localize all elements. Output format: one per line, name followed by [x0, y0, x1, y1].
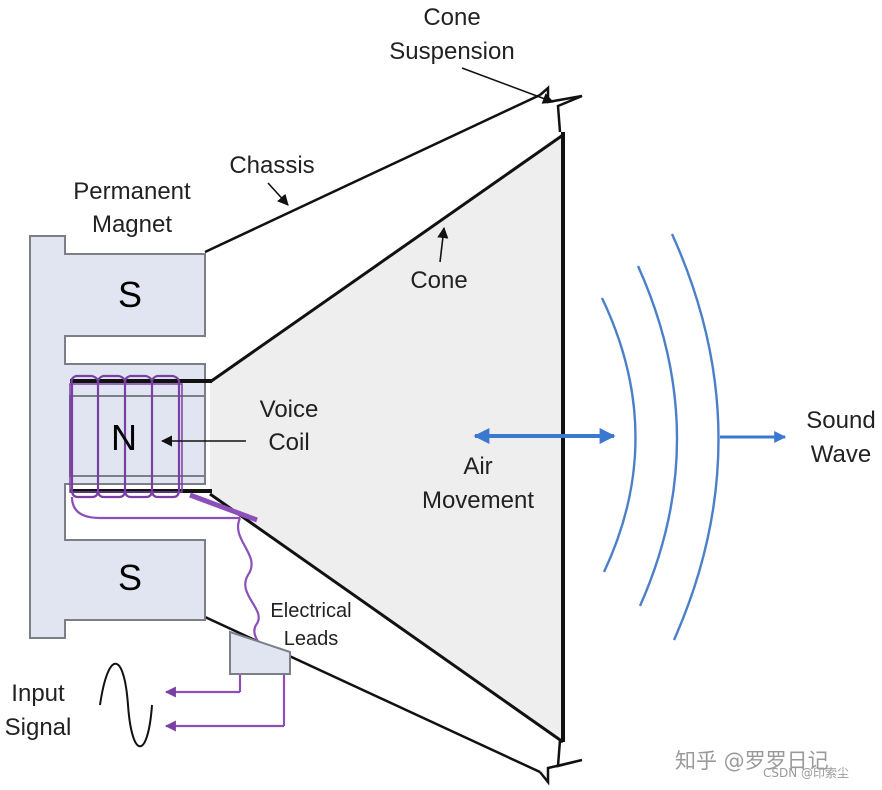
label-voice-coil-1: Voice	[260, 396, 319, 423]
label-cone-suspension-2: Suspension	[389, 38, 514, 65]
label-electrical-leads-1: Electrical	[270, 600, 351, 622]
chassis-pointer	[267, 182, 289, 206]
label-cone: Cone	[410, 267, 467, 294]
terminal-block	[229, 630, 291, 675]
label-input-signal-1: Input	[11, 680, 65, 707]
electrical-leads	[70, 492, 286, 732]
pole-s-top: S	[118, 274, 142, 315]
pole-s-bottom: S	[118, 557, 142, 598]
cone-pointer	[437, 226, 449, 263]
sound-waves	[600, 233, 720, 641]
watermark-zhihu: 知乎 @罗罗日记	[675, 749, 829, 773]
label-permanent-magnet-1: Permanent	[73, 178, 191, 205]
label-sound-wave-2: Wave	[811, 441, 871, 468]
input-signal-sine	[99, 662, 153, 748]
label-cone-suspension-1: Cone	[423, 4, 480, 31]
watermark-csdn: CSDN @印索尘	[763, 766, 849, 780]
pole-n: N	[111, 417, 137, 458]
label-chassis: Chassis	[229, 152, 314, 179]
label-air-movement-1: Air	[463, 453, 492, 480]
label-electrical-leads-2: Leads	[284, 628, 339, 650]
voice-coil-windings	[69, 374, 183, 499]
label-voice-coil-2: Coil	[268, 429, 309, 456]
coil-former	[70, 379, 212, 493]
label-input-signal-2: Signal	[5, 714, 72, 741]
label-sound-wave-1: Sound	[806, 407, 875, 434]
cone-suspension-pointer	[461, 67, 555, 104]
label-air-movement-2: Movement	[422, 487, 534, 514]
label-permanent-magnet-2: Magnet	[92, 211, 172, 238]
pointer-arrows	[160, 67, 555, 447]
center-pole-piece	[69, 395, 206, 477]
speaker-cone	[210, 135, 563, 742]
